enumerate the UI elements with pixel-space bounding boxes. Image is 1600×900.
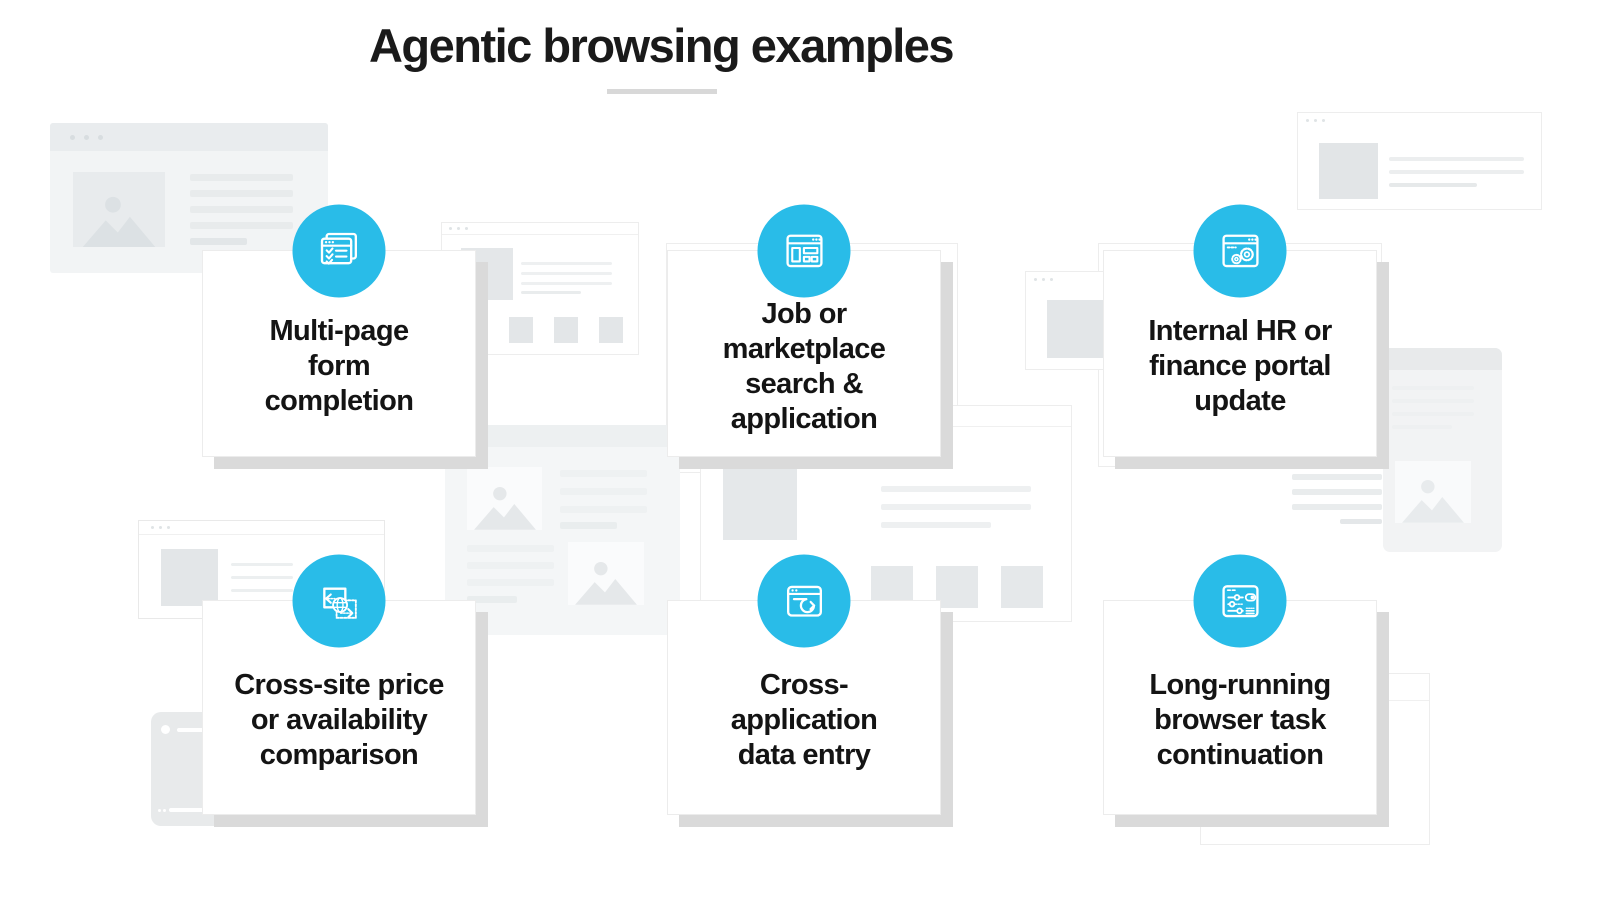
window-dots-icon <box>1306 119 1325 122</box>
mountain-photo-icon <box>82 196 156 247</box>
card-label-line: browser task <box>1154 704 1326 736</box>
card-label: Cross- application data entry <box>730 668 878 773</box>
card-cross-application-data-entry: Cross- application data entry <box>667 554 941 815</box>
card-label-line: Multi-page <box>269 315 409 347</box>
browser-layout-grid-icon <box>785 234 823 267</box>
card-label-line: Cross- <box>759 669 849 701</box>
bg-window-top-right <box>1297 112 1542 210</box>
mountain-photo-icon <box>473 486 536 530</box>
card-multi-page-form-completion: Multi-page form completion <box>202 204 476 457</box>
page-title: Agentic browsing examples <box>368 19 955 72</box>
browser-gears-icon <box>1221 234 1259 267</box>
icon-circle <box>757 204 851 298</box>
icon-circle <box>292 204 386 298</box>
image-placeholder <box>467 467 542 530</box>
window-dots-icon <box>449 227 468 230</box>
icon-circle <box>1193 554 1287 648</box>
card-label-line: Internal HR or <box>1148 315 1332 347</box>
card-label-line: search & <box>745 367 863 400</box>
card-label: Job or marketplace search & application <box>723 297 886 437</box>
image-placeholder <box>1395 461 1471 523</box>
card-label-line: application <box>730 704 878 736</box>
card-long-running-task-continuation: Long-running browser task continuation <box>1103 554 1377 815</box>
mountain-photo-icon <box>1402 479 1464 523</box>
card-label-line: Cross-site price <box>234 669 444 701</box>
card-label-line: form <box>307 350 371 382</box>
bg-window-top-left <box>50 123 328 273</box>
card-label-line: continuation <box>1156 739 1324 771</box>
card-cross-site-comparison: Cross-site price or availability compari… <box>202 554 476 815</box>
icon-circle <box>292 554 386 648</box>
card-label: Multi-page form completion <box>265 314 414 419</box>
card-label-line: Long-running <box>1149 669 1331 701</box>
browser-sync-arrow-icon <box>786 585 822 617</box>
card-label: Internal HR or finance portal update <box>1148 314 1332 419</box>
icon-circle <box>1193 204 1287 298</box>
card-label: Long-running browser task continuation <box>1149 668 1331 773</box>
mountain-photo-icon <box>575 561 637 605</box>
form-pages-checklist-icon <box>320 232 357 265</box>
card-label-line: Job or <box>761 297 847 330</box>
card-label-line: comparison <box>259 739 419 771</box>
card-label-line: finance portal <box>1149 350 1331 382</box>
card-label-line: application <box>730 402 878 435</box>
card-job-marketplace-search: Job or marketplace search & application <box>667 204 941 457</box>
card-internal-hr-finance-portal: Internal HR or finance portal update <box>1103 204 1377 457</box>
bg-window-center-article <box>445 425 680 635</box>
card-label-line: completion <box>264 385 414 417</box>
card-label-line: update <box>1194 385 1286 417</box>
card-label: Cross-site price or availability compari… <box>234 668 444 773</box>
window-dots-icon <box>151 526 170 529</box>
icon-circle <box>757 554 851 648</box>
window-dots-icon <box>1034 278 1053 281</box>
title-underline <box>607 89 717 94</box>
globe-windows-compare-icon <box>322 587 357 619</box>
image-placeholder <box>568 542 644 605</box>
card-label-line: or availability <box>250 704 428 736</box>
bg-lines-below-card3 <box>1292 474 1387 529</box>
window-dots-icon <box>70 135 103 140</box>
card-label-line: data entry <box>737 739 871 771</box>
card-label-line: marketplace <box>722 332 886 365</box>
browser-sliders-icon <box>1221 584 1259 617</box>
bg-window-right <box>1383 348 1502 552</box>
image-placeholder <box>73 172 165 247</box>
